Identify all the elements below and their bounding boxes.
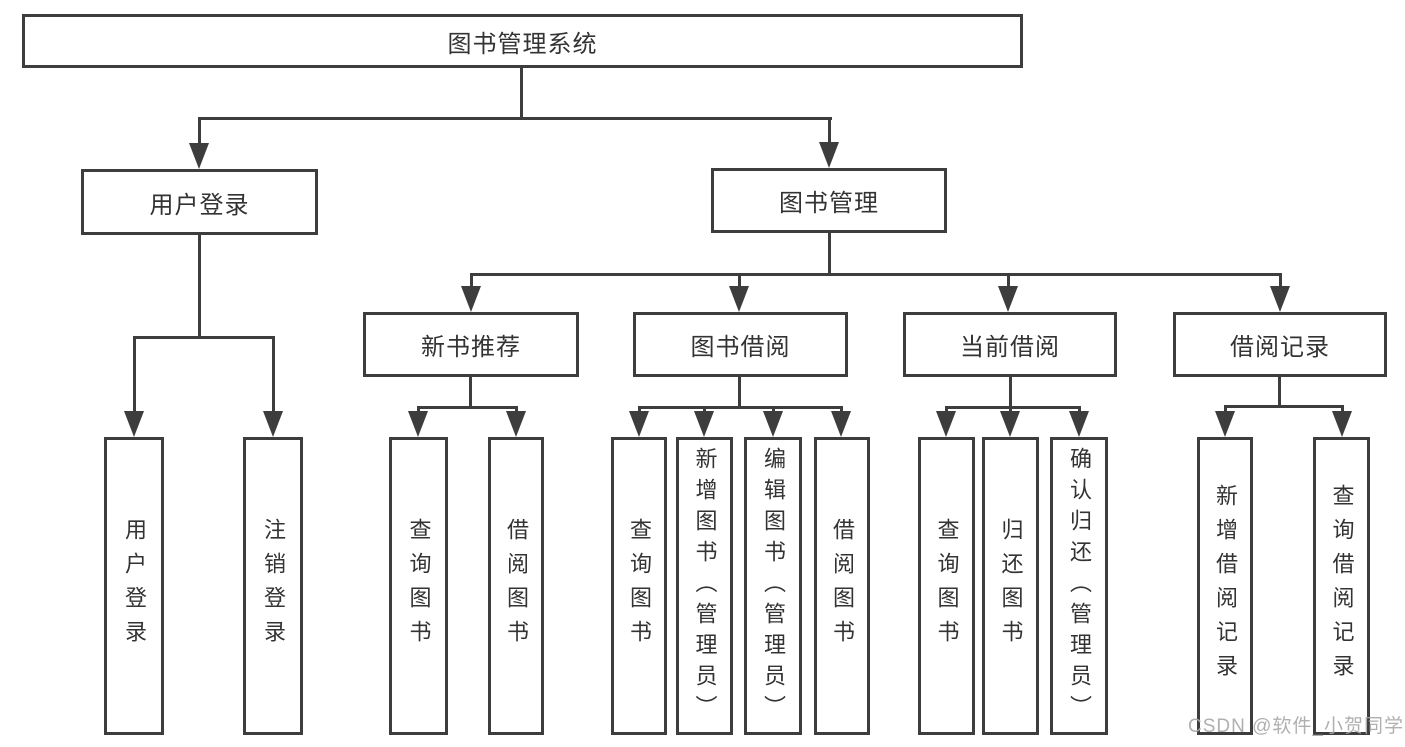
connector-stub: [1009, 406, 1012, 414]
arrowhead-down: [263, 411, 283, 437]
connector-stub: [272, 336, 275, 412]
connector-rail-borrowing: [638, 406, 843, 409]
arrowhead-down: [124, 411, 144, 437]
connector-rail-user-login: [133, 336, 275, 339]
leaf-label: 借阅图书: [504, 518, 529, 654]
arrowhead-down: [189, 143, 209, 169]
node-root: 图书管理系统: [22, 14, 1023, 68]
connector-stub: [1007, 273, 1010, 289]
node-label: 新书推荐: [421, 334, 521, 361]
node-label: 图书借阅: [690, 334, 791, 361]
connector-stub: [133, 336, 136, 412]
leaf-query-books-recommend: 查询图书: [389, 437, 448, 735]
leaf-add-borrow-record: 新增借阅记录: [1197, 437, 1253, 735]
node-new-book-recommend: 新书推荐: [363, 312, 579, 377]
connector-rail-records: [1224, 405, 1344, 408]
connector-stub-user-login: [198, 117, 201, 147]
csdn-watermark: CSDN @软件_小贺同学: [1188, 716, 1404, 737]
connector-stub: [738, 273, 741, 289]
leaf-label: 编辑图书（管理员）: [761, 446, 786, 726]
arrowhead-down: [694, 411, 714, 437]
arrowhead-down: [936, 411, 956, 437]
arrowhead-down: [729, 286, 749, 312]
arrowhead-down: [1069, 411, 1089, 437]
leaf-label: 确认归还（管理员）: [1067, 446, 1092, 726]
arrowhead-down: [763, 411, 783, 437]
node-borrowing-records: 借阅记录: [1173, 312, 1387, 377]
connector-stub: [1341, 405, 1344, 414]
leaf-confirm-return-admin: 确认归还（管理员）: [1050, 437, 1108, 735]
connector-stub: [840, 406, 843, 414]
arrowhead-down: [831, 411, 851, 437]
arrowhead-down: [819, 142, 839, 168]
leaf-label: 新增图书（管理员）: [692, 446, 718, 726]
connector-records-drop: [1278, 377, 1281, 408]
leaf-label: 借阅图书: [830, 518, 855, 654]
leaf-label: 查询图书: [406, 518, 432, 654]
connector-root-drop: [520, 68, 523, 120]
arrowhead-down: [1270, 286, 1290, 312]
leaf-label: 查询图书: [627, 518, 652, 654]
arrowhead-down: [1000, 411, 1020, 437]
connector-rail-level3: [470, 273, 1281, 276]
connector-book-management-drop: [828, 233, 831, 276]
connector-stub: [1279, 273, 1282, 289]
leaf-label: 注销登录: [261, 518, 286, 654]
node-label: 图书管理: [779, 190, 879, 217]
leaf-query-books-current: 查询图书: [918, 437, 975, 735]
node-label: 当前借阅: [960, 334, 1060, 361]
connector-recommend-drop: [469, 377, 472, 409]
connector-stub: [470, 273, 473, 289]
leaf-logout-login: 注销登录: [243, 437, 303, 735]
arrowhead-down: [506, 411, 526, 437]
connector-stub: [703, 406, 706, 414]
leaf-add-book-admin: 新增图书（管理员）: [676, 437, 733, 735]
leaf-query-borrow-record: 查询借阅记录: [1313, 437, 1370, 735]
leaf-borrow-books-borrowing: 借阅图书: [814, 437, 870, 735]
leaf-label: 查询借阅记录: [1329, 484, 1355, 688]
node-label: 借阅记录: [1230, 334, 1330, 361]
arrowhead-down: [998, 286, 1018, 312]
arrowhead-down: [629, 411, 649, 437]
arrowhead-down: [1215, 411, 1235, 437]
connector-stub: [515, 406, 518, 414]
leaf-edit-book-admin: 编辑图书（管理员）: [744, 437, 802, 735]
connector-user-login-drop: [198, 235, 201, 338]
leaf-query-books-borrowing: 查询图书: [611, 437, 667, 735]
connector-stub: [1224, 405, 1227, 414]
connector-rail-current: [945, 406, 1081, 409]
connector-stub: [772, 406, 775, 414]
node-label: 图书管理系统: [447, 30, 598, 58]
leaf-label: 归还图书: [998, 518, 1024, 654]
node-user-login: 用户登录: [81, 169, 318, 235]
node-book-borrowing: 图书借阅: [633, 312, 848, 377]
connector-stub: [1078, 406, 1081, 414]
leaf-user-login: 用户登录: [104, 437, 164, 735]
arrowhead-down: [461, 286, 481, 312]
leaf-return-book: 归还图书: [982, 437, 1039, 735]
node-book-management: 图书管理: [711, 168, 947, 233]
connector-stub: [638, 406, 641, 414]
connector-stub: [945, 406, 948, 414]
connector-stub-book-management: [828, 117, 831, 145]
arrowhead-down: [1332, 411, 1352, 437]
connector-borrowing-drop: [738, 377, 741, 409]
connector-current-drop: [1009, 377, 1012, 409]
node-current-borrowing: 当前借阅: [903, 312, 1117, 377]
leaf-label: 新增借阅记录: [1213, 484, 1238, 688]
connector-rail-recommend: [417, 406, 518, 409]
arrowhead-down: [408, 411, 428, 437]
leaf-label: 查询图书: [934, 518, 960, 654]
leaf-label: 用户登录: [122, 518, 147, 654]
connector-rail-level1: [198, 117, 832, 120]
connector-stub: [417, 406, 420, 414]
node-label: 用户登录: [149, 191, 250, 219]
leaf-borrow-books-recommend: 借阅图书: [488, 437, 544, 735]
